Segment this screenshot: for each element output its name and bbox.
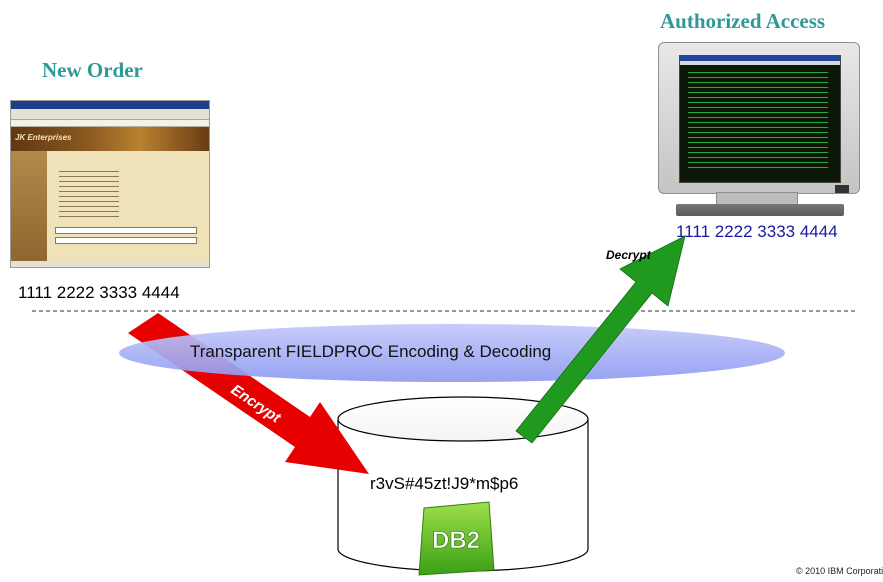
site-content (47, 151, 209, 261)
fieldproc-ellipse (119, 324, 785, 382)
monitor-power-button (835, 185, 849, 193)
ellipse-label: Transparent FIELDPROC Encoding & Decodin… (190, 342, 552, 361)
terminal-text-lines (688, 72, 828, 168)
db2-logo-text: DB2 (432, 527, 480, 554)
browser-address-bar (11, 120, 209, 127)
browser-statusbar (11, 261, 209, 267)
browser-screenshot: JK Enterprises (10, 100, 210, 268)
browser-toolbar (11, 109, 209, 120)
decrypt-label: Decrypt (606, 248, 651, 262)
order-lines (59, 171, 119, 221)
db2-logo: DB2 (418, 501, 495, 576)
decrypt-arrow (515, 235, 686, 444)
site-banner-title: JK Enterprises (15, 133, 72, 142)
order-field (55, 237, 197, 244)
new-order-title: New Order (42, 58, 143, 82)
copyright: © 2010 IBM Corporati (796, 566, 883, 576)
cipher-text: r3vS#45zt!J9*m$p6 (370, 474, 519, 493)
site-body (11, 151, 209, 261)
terminal-titlebar (680, 56, 840, 61)
browser-titlebar (11, 101, 209, 109)
monitor-screen (679, 55, 841, 183)
monitor-bezel (658, 42, 860, 194)
terminal-menubar (680, 61, 840, 65)
authorized-card-number: 1111 2222 3333 4444 (676, 222, 838, 241)
authorized-access-title: Authorized Access (660, 9, 826, 33)
monitor-base (676, 204, 844, 216)
site-banner: JK Enterprises (11, 127, 209, 151)
order-field (55, 227, 197, 234)
site-sidebar (11, 151, 47, 261)
new-order-card-number: 1111 2222 3333 4444 (18, 283, 180, 302)
